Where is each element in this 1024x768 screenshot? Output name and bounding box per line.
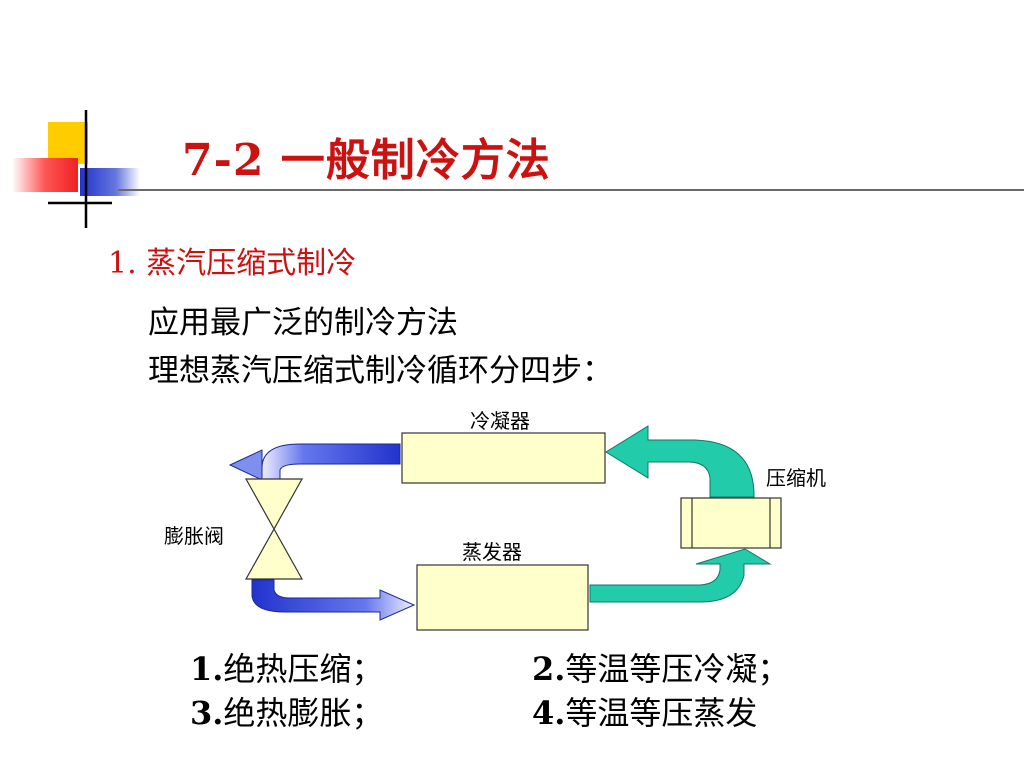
step-2-text: 等温等压冷凝； (565, 650, 790, 688)
step-2-number: 2. (532, 650, 566, 688)
description-line-2: 理想蒸汽压缩式制冷循环分四步： (148, 353, 613, 389)
deco-blue-bar (80, 168, 140, 196)
compressor-box (680, 497, 782, 549)
arrow-valve-to-evaporator (251, 579, 416, 621)
page-title: 7-2 一般制冷方法 (182, 135, 551, 186)
step-3: 3.绝热膨胀； (190, 688, 383, 734)
condenser-label: 冷凝器 (470, 409, 530, 433)
step-4-text: 等温等压蒸发 (565, 694, 758, 732)
arrow-evaporator-to-compressor (589, 548, 772, 603)
step-4-number: 4. (532, 694, 566, 732)
arrow-condenser-to-valve (261, 443, 401, 481)
step-3-text: 绝热膨胀； (223, 694, 384, 732)
corner-decoration (12, 110, 140, 228)
arrow-compressor-to-condenser (605, 425, 755, 498)
step-2: 2.等温等压冷凝； (532, 644, 789, 690)
step-1-number: 1. (190, 650, 224, 688)
deco-yellow-square (48, 122, 88, 164)
expansion-valve-shape (244, 478, 304, 580)
compressor-label: 压缩机 (766, 466, 826, 490)
description-line-1: 应用最广泛的制冷方法 (148, 305, 458, 341)
step-4: 4.等温等压蒸发 (532, 688, 757, 734)
arrow-condenser-to-valve-head (228, 449, 263, 481)
deco-red-bar (12, 158, 78, 192)
step-1-text: 绝热压缩； (223, 650, 384, 688)
evaporator-label: 蒸发器 (462, 540, 522, 564)
step-1: 1.绝热压缩； (190, 644, 383, 690)
step-3-number: 3. (190, 694, 224, 732)
condenser-box (401, 432, 606, 484)
expansion-valve-label: 膨胀阀 (164, 524, 224, 548)
section-heading: 1. 蒸汽压缩式制冷 (108, 246, 357, 281)
evaporator-box (416, 564, 589, 631)
title-divider (118, 189, 1024, 191)
